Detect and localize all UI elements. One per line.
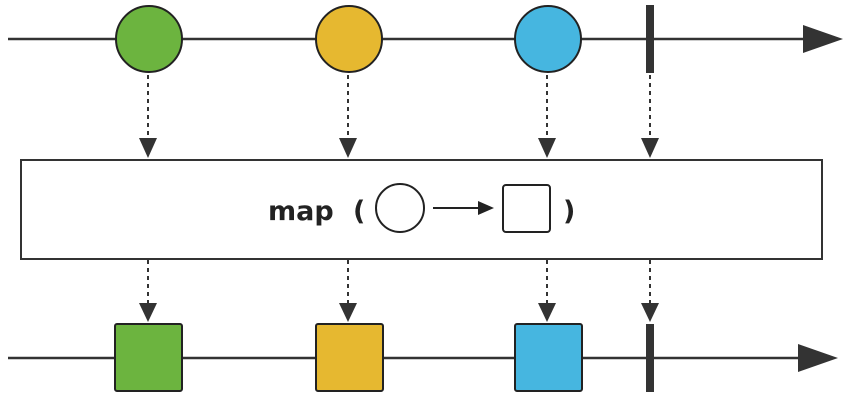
input-marble-green bbox=[115, 5, 183, 73]
input-completion-marker bbox=[646, 5, 654, 73]
input-marble-yellow bbox=[315, 5, 383, 73]
arrowhead bbox=[139, 138, 157, 158]
arrowhead bbox=[139, 303, 157, 322]
arrowhead bbox=[339, 303, 357, 322]
output-marble-green bbox=[114, 323, 183, 392]
operator-open-paren: ( bbox=[353, 196, 365, 227]
arrowhead bbox=[538, 303, 556, 322]
input-connectors bbox=[147, 75, 651, 140]
input-marble-blue bbox=[514, 5, 582, 73]
input-marbles bbox=[115, 5, 582, 73]
arrowhead bbox=[538, 138, 556, 158]
arrowhead bbox=[641, 303, 659, 322]
input-timeline-arrowhead bbox=[803, 25, 843, 53]
output-marble-yellow bbox=[315, 323, 384, 392]
operator-close-paren: ) bbox=[563, 196, 575, 227]
output-shape-square-icon bbox=[502, 184, 551, 233]
output-timeline-arrowhead bbox=[798, 344, 838, 372]
input-shape-circle-icon bbox=[375, 183, 425, 233]
output-connector-arrowheads bbox=[139, 303, 659, 322]
transform-arrow-icon bbox=[478, 201, 494, 215]
input-connector-arrowheads bbox=[139, 138, 659, 158]
output-completion-marker bbox=[646, 324, 654, 392]
arrowhead bbox=[641, 138, 659, 158]
output-marble-blue bbox=[514, 323, 583, 392]
output-marbles bbox=[114, 323, 583, 392]
output-connectors bbox=[147, 260, 651, 305]
operator-name: map bbox=[268, 196, 334, 227]
arrowhead bbox=[339, 138, 357, 158]
